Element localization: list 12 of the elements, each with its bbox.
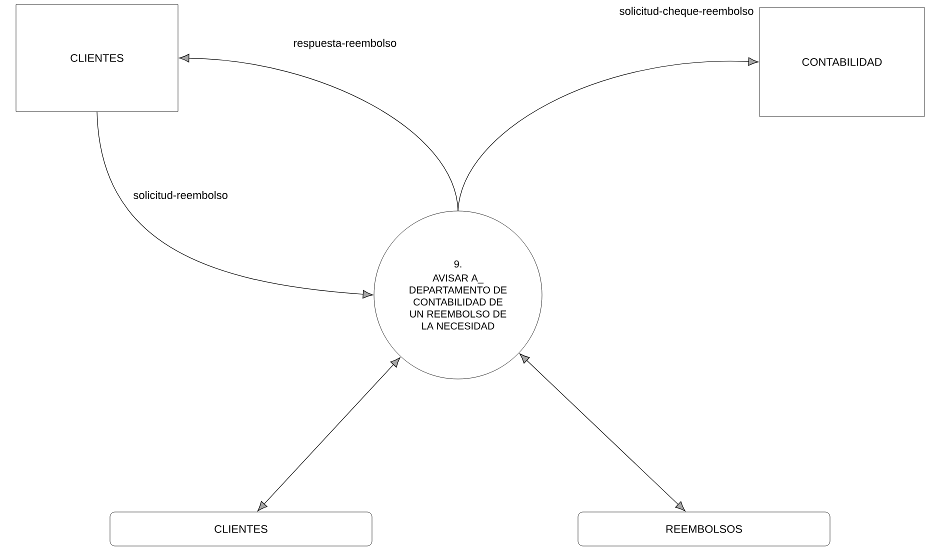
edge-label: solicitud-reembolso <box>132 190 229 200</box>
data-flow-arrow <box>96 111 373 298</box>
data-flow-arrow <box>458 57 758 212</box>
edge-label: respuesta-reembolso <box>292 38 398 50</box>
data-store-box: REEMBOLSOS <box>578 512 830 546</box>
external-entity-box: CLIENTES <box>16 4 178 112</box>
data-flow-arrow <box>179 54 458 212</box>
data-flow-arrow <box>520 354 686 512</box>
data-store-box: CLIENTES <box>110 512 372 546</box>
external-entity-box: CONTABILIDAD <box>759 7 925 117</box>
edge-label: solicitud-cheque-reembolso <box>618 6 755 18</box>
data-flow-arrow <box>257 357 400 512</box>
